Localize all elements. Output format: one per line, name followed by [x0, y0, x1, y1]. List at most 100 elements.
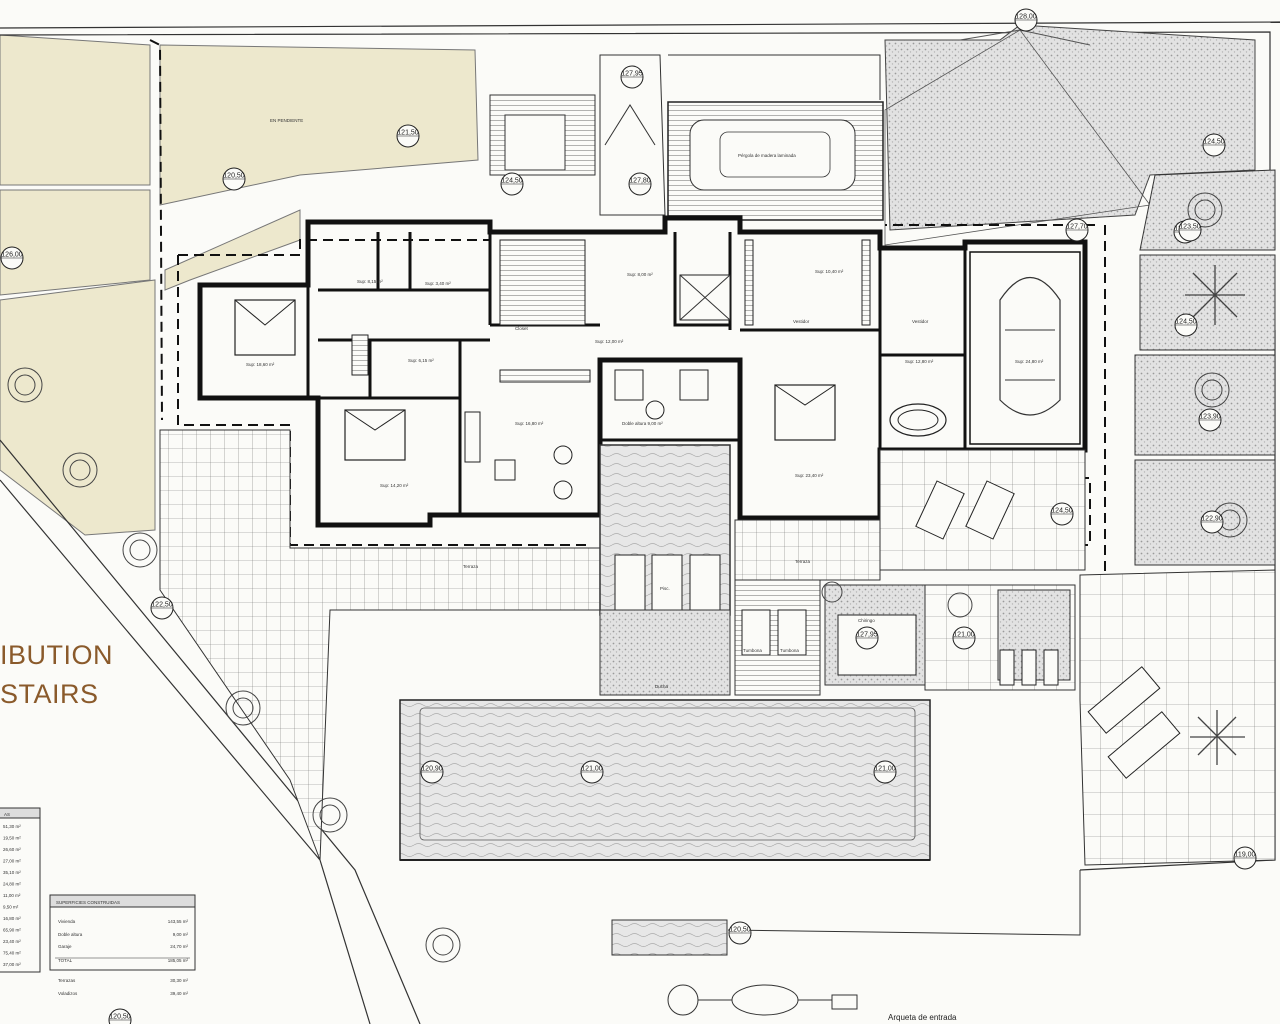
- terrace-label-1: Terraza: [463, 564, 479, 569]
- title-line-2: STAIRS: [0, 679, 99, 709]
- level-value: 120,50: [729, 927, 751, 934]
- room-area-10: Sup: 3,40 m²: [425, 281, 451, 286]
- lower-entrance: [611, 870, 1081, 1016]
- upper-stairs: [489, 94, 596, 176]
- level-marker: 120,50: [108, 1008, 132, 1024]
- level-marker: 122,50: [150, 596, 174, 620]
- left-table-row: 65,90 m²: [3, 928, 21, 933]
- level-value: 127,80: [629, 178, 651, 185]
- left-table-row: 26,60 m²: [3, 847, 21, 852]
- room-area-9: Sup: 8,15 m²: [357, 279, 383, 284]
- level-value: 123,50: [1179, 224, 1201, 231]
- lounger-label-2: Tumbona: [780, 648, 799, 653]
- pergola-garage: Pérgola de madera laminada: [667, 101, 884, 221]
- left-table-row: 9,50 m²: [3, 905, 19, 910]
- pergola-label: Pérgola de madera laminada: [738, 153, 796, 158]
- left-table-row: 75,40 m²: [3, 951, 21, 956]
- level-marker: 121,00: [873, 760, 897, 784]
- surface-row-value: 30,30 m²: [170, 978, 188, 983]
- surface-row-value: 143,55 m²: [168, 919, 189, 924]
- surface-row-label: Voladizos: [58, 991, 78, 996]
- chiringo-label: Chiringo: [858, 618, 875, 623]
- level-marker: 123,90: [1198, 408, 1222, 432]
- level-marker: 121,50: [396, 124, 420, 148]
- surface-row-label: Vivienda: [58, 919, 76, 924]
- site-boundary: [0, 21, 1280, 1024]
- level-value: 127,95: [621, 71, 643, 78]
- surface-row-label: TOTAL: [58, 958, 73, 963]
- room-area-7: Sup: 12,00 m²: [595, 339, 624, 344]
- left-table-row: 35,10 m²: [3, 870, 21, 875]
- room-area-2: Sup: 14,20 m²: [380, 483, 409, 488]
- left-table-row: 11,00 m²: [3, 893, 21, 898]
- level-value: 123,90: [1199, 414, 1221, 421]
- terrain-note: EN PENDIENTE: [270, 118, 303, 123]
- right-deck: [1079, 569, 1276, 866]
- surface-row-value: 185,05 m²: [168, 958, 189, 963]
- driveway: [599, 54, 881, 216]
- surface-row-label: Garaje: [58, 944, 72, 949]
- room-area-labels: Sup: 18,60 m² Sup: 14,20 m² Sup: 16,80 m…: [246, 118, 1044, 1022]
- level-value: 127,95: [856, 632, 878, 639]
- level-value: 120,50: [109, 1014, 131, 1021]
- terrain-zones: [0, 34, 479, 536]
- roof-outline: [149, 39, 1106, 585]
- terrace-label-2: Terraza: [795, 559, 811, 564]
- title-line-1: IBUTION: [0, 640, 113, 670]
- surface-row-value: 24,70 m²: [170, 944, 188, 949]
- pool-label: Pisc.: [660, 586, 670, 591]
- level-value: 124,50: [1175, 319, 1197, 326]
- level-markers: 128,00 127,95 121,50 120,50 127,80 127,70 126,…: [0, 8, 1257, 1024]
- room-area-13: Doble altura 9,00 m²: [622, 421, 663, 426]
- level-value: 120,50: [223, 173, 245, 180]
- level-marker: 119,00: [1233, 846, 1257, 870]
- level-value: 124,50: [1203, 139, 1225, 146]
- level-value: 126,00: [1, 252, 23, 259]
- surface-table-header: SUPERFICIES CONSTRUIDAS: [56, 900, 120, 905]
- left-table-row: 23,40 m²: [3, 939, 21, 944]
- level-marker: 124,50: [1202, 133, 1226, 157]
- surface-row-label: Doble altura: [58, 932, 83, 937]
- level-value: 121,00: [874, 766, 896, 773]
- dressing-label: Vestidor: [793, 319, 810, 324]
- level-value: 120,90: [421, 766, 443, 773]
- pool: [399, 699, 931, 861]
- surface-row-label: Terrazas: [58, 978, 76, 983]
- level-value: 128,00: [1015, 14, 1037, 21]
- room-area-11: Sup: 6,15 m²: [408, 358, 434, 363]
- level-value: 124,50: [501, 178, 523, 185]
- lounger-label-1: Tumbona: [743, 648, 762, 653]
- level-marker: 127,80: [628, 172, 652, 196]
- level-marker: 120,50: [728, 921, 752, 945]
- level-marker: 128,00: [1014, 8, 1038, 32]
- level-marker: 127,70: [1065, 218, 1089, 242]
- left-table-row: 24,80 m²: [3, 882, 21, 887]
- room-area-3: Sup: 16,80 m²: [515, 421, 544, 426]
- level-value: 121,00: [953, 632, 975, 639]
- level-value: 122,90: [1201, 516, 1223, 523]
- level-value: 121,50: [397, 130, 419, 137]
- level-value: 127,70: [1066, 224, 1088, 231]
- room-area-4: Sup: 23,40 m²: [795, 473, 824, 478]
- level-marker: 120,50: [222, 167, 246, 191]
- dressing-label-2: Vestidor: [912, 319, 929, 324]
- level-marker: 121,00: [952, 626, 976, 650]
- level-value: 119,00: [1235, 852, 1256, 859]
- left-table-row: 51,30 m²: [3, 824, 21, 829]
- left-table-header: AS: [4, 812, 10, 817]
- shower-label: Ducha: [655, 684, 669, 689]
- level-marker: 124,50: [1174, 313, 1198, 337]
- room-area-6: Sup: 12,80 m²: [905, 359, 934, 364]
- level-value: 121,00: [581, 766, 603, 773]
- level-marker: 126,00: [0, 246, 24, 270]
- surface-row-value: 9,00 m²: [173, 932, 189, 937]
- room-area-12: Sup: 24,80 m²: [1015, 359, 1044, 364]
- level-marker: 121,00: [580, 760, 604, 784]
- entrance-manhole-label: Arqueta de entrada: [888, 1013, 957, 1022]
- left-table-row: 27,00 m²: [3, 859, 21, 864]
- level-marker: 124,50: [500, 172, 524, 196]
- level-marker: 127,95: [620, 65, 644, 89]
